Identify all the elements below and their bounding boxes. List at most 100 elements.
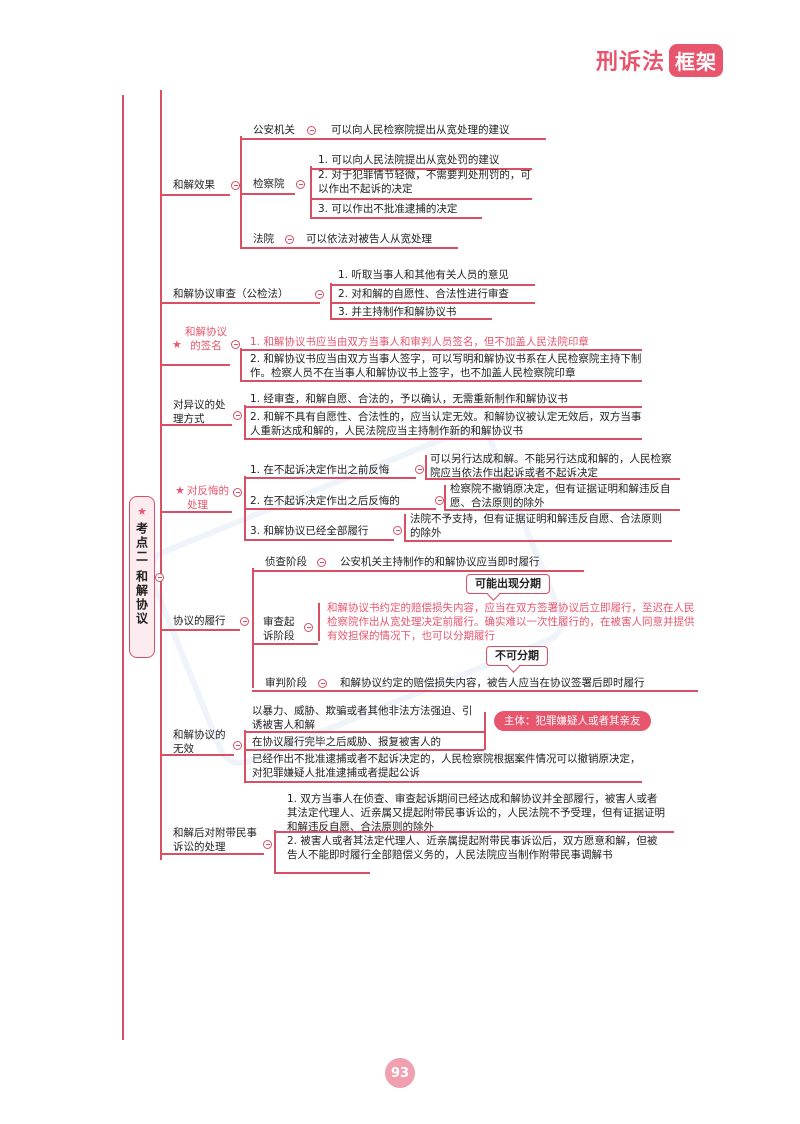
main-topic-node: ★ 考点二 和解协议 [129,496,155,658]
police-text: 可以向人民检察院提出从宽处理的建议 [331,124,510,136]
sub-bracket [425,455,427,479]
branch-line [330,302,535,304]
branch-line [244,508,436,510]
civil-underline [160,853,264,855]
regret-item-3: 3. 和解协议已经全部履行 [250,525,369,537]
star-icon: ★ [137,505,147,518]
collapse-icon [155,573,164,582]
collapse-icon [318,679,327,688]
invalid-underline [160,754,234,756]
objection-label: 对异议的处理方式 [173,399,226,425]
branch-line [240,380,642,382]
investigation-label: 侦查阶段 [265,556,307,568]
branch-line [310,168,532,170]
branch-line [244,406,642,408]
review-underline [160,302,320,304]
branch-line [425,478,680,480]
branch-line [274,831,674,833]
regret-item-1-result: 可以另行达成和解。不能另行达成和解的，人民检察院应当依法作出起诉或者不起诉决定 [430,453,672,479]
performance-underline [160,629,240,631]
trial-label: 审判阶段 [265,677,307,689]
callout-may-install: 可能出现分期 [466,574,550,594]
prosecution-label: 审查起诉阶段 [263,616,295,642]
effect-label: 和解效果 [173,179,215,191]
signing-item-2: 2. 和解协议书应当由双方当事人签字，可以写明和解协议书系在人民检察院主持下制作… [250,353,642,379]
prosecution-text: 和解协议书约定的赔偿损失内容，应当在双方签署协议后立即履行，至迟在人民检察院作出… [327,602,695,642]
regret-item-3-result: 法院不予支持，但有证据证明和解违反自愿、合法原则的除外 [410,513,662,539]
civil-item-1: 1. 双方当事人在侦查、审查起诉期间已经达成和解协议并全部履行，被害人或者其法定… [287,793,665,833]
review-bracket [330,283,332,318]
branch-line [244,781,642,783]
procuratorate-label: 检察院 [253,178,285,190]
signing-label: 和解协议的签名 [185,326,227,352]
signing-bracket [240,348,242,380]
branch-line [240,138,546,140]
performance-label: 协议的履行 [173,615,226,627]
branch-line [240,349,642,351]
proc-item-1: 1. 可以向人民法院提出从宽处罚的建议 [318,154,500,166]
branch-line [240,247,458,249]
collapse-icon [233,411,242,420]
police-label: 公安机关 [253,124,295,136]
branch-line [244,731,484,733]
branch-line [240,193,295,195]
collapse-icon [231,340,240,349]
collapse-icon [393,526,402,535]
branch-line [252,690,698,692]
left-spine [122,95,124,1040]
collapse-icon [240,617,249,626]
investigation-text: 公安机关主持制作的和解协议应当即时履行 [340,556,540,568]
civil-bracket [274,830,276,872]
civil-label: 和解后对附带民事诉讼的处理 [173,827,257,853]
regret-label: 对反悔的处理 [187,485,229,511]
invalid-item-1: 以暴力、威胁、欺骗或者其他非法方法强迫、引诱被害人和解 [252,705,473,731]
regret-item-2-result: 检察院不撤销原决定，但有证据证明和解违反自愿、合法原则的除外 [450,483,671,509]
main-topic-label: 考点二 和解协议 [134,522,149,627]
performance-bracket [252,568,254,688]
civil-item-2: 2. 被害人或者其法定代理人、近亲属提起附带民事诉讼后，双方愿意和解，但被告人不… [287,835,658,861]
regret-underline [160,511,232,513]
brand-text: 刑诉法 [596,50,666,75]
branch-line [244,477,416,479]
objection-underline [160,424,232,426]
collapse-icon [317,558,326,567]
collapse-icon [415,465,424,474]
objection-item-1: 1. 经审查，和解自愿、合法的，予以确认，无需重新制作和解协议书 [250,393,568,405]
branch-line [274,872,370,874]
star-icon: ★ [172,338,182,351]
callout-no-install: 不可分期 [486,646,548,666]
review-label: 和解协议审查（公检法） [173,288,289,300]
branch-line [404,540,672,542]
review-item-1: 1. 听取当事人和其他有关人员的意见 [338,269,509,281]
review-item-3: 3. 并主持制作和解协议书 [338,306,457,318]
page-number: 93 [385,1058,415,1088]
sub-bracket [318,603,320,641]
collapse-icon [315,290,324,299]
collapse-icon [296,180,305,189]
branch-line [244,539,394,541]
collapse-icon [304,623,313,632]
star-icon: ★ [175,484,185,497]
sub-bracket [404,514,406,540]
collapse-icon [435,496,444,505]
collapse-icon [231,181,240,190]
branch-line [252,570,584,572]
signing-item-1: 1. 和解协议书应当由双方当事人和审判人员签名，但不加盖人民法院印章 [250,336,589,348]
branch-line [444,509,680,511]
proc-item-3: 3. 可以作出不批准逮捕的决定 [318,203,458,215]
court-text: 可以依法对被告人从宽处理 [306,233,432,245]
collapse-icon [285,235,294,244]
collapse-icon [233,488,242,497]
branch-line [310,198,532,200]
effect-underline [160,194,230,196]
objection-bracket [244,405,246,438]
branch-line [310,217,482,219]
collapse-icon [263,840,272,849]
trial-text: 和解协议约定的赔偿损失内容，被告人应当在协议签署后即时履行 [340,677,645,689]
court-label: 法院 [253,233,274,245]
signing-underline [160,364,230,366]
brand-badge: 框架 [669,43,724,77]
regret-item-1: 1. 在不起诉决定作出之前反悔 [250,464,390,476]
subject-pill: 主体：犯罪嫌疑人或者其亲友 [494,711,651,731]
branch-line [244,438,642,440]
